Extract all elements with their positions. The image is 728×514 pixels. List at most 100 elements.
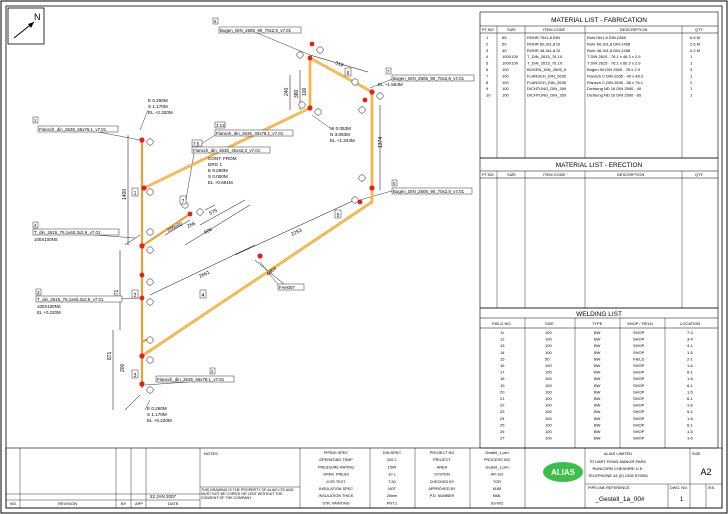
tag-valve: FAH007 — [277, 283, 305, 291]
fab-cell: 3 — [690, 67, 693, 72]
weld-cell: 27 — [500, 436, 505, 441]
svg-text:4: 4 — [34, 223, 37, 228]
weld-cell: BW — [594, 389, 601, 394]
weld-cell: SHOP — [633, 343, 645, 348]
weld-cell: 3-4 — [687, 337, 694, 342]
fab-cell: FLANSCH_DIN_2635 — [527, 80, 567, 85]
dwg-no-label: DWG. NO. — [670, 486, 688, 490]
weld-cell: 100 — [545, 343, 552, 348]
fab-cell: Flansch C DIN 2635 - 65 x 76.1 — [587, 80, 644, 85]
erection-header: SIZE — [507, 172, 516, 177]
weld-cell: 6-1 — [687, 370, 694, 375]
weld-cell: 100 — [545, 436, 552, 441]
fab-cell: 100X100 — [502, 61, 519, 66]
weld-cell: 26 — [500, 429, 505, 434]
fab-cell: FLANSCH_DIN_2635 — [527, 73, 567, 78]
weld-cell: 100 — [545, 389, 552, 394]
svg-text:E 0.260M: E 0.260M — [147, 406, 167, 411]
weld-cell: 15 — [500, 356, 505, 361]
svg-text:2: 2 — [211, 369, 214, 374]
pipeline-ref-label: PIPELINE REFERENCE — [588, 486, 630, 490]
rev-header: REVISION — [58, 501, 77, 506]
tag-tee-4: 4 T_din_2615_76,1x60,3x2,9_v7.01 100X100… — [32, 221, 120, 242]
weld-cell: 1-6 — [687, 416, 694, 421]
project-label: P.D. NUMBER — [430, 494, 455, 498]
fab-cell: Flansch C DIN 2635 - 40 x 48.3 — [587, 73, 644, 78]
alias-logo — [543, 462, 583, 482]
pipe-number: 6 — [347, 71, 350, 77]
project-value: PROCESS 502 — [484, 458, 510, 462]
weld-cell: SHOP — [633, 429, 645, 434]
svg-text:6: 6 — [214, 19, 217, 24]
weld-cell: 100 — [545, 370, 552, 375]
weld-cell: 100 — [545, 422, 552, 427]
fab-cell: 6 — [486, 67, 489, 72]
welding-title: WELDING LIST — [576, 311, 622, 318]
weld-cell: 17 — [500, 370, 505, 375]
dim-1374: 1374 — [378, 137, 384, 148]
weld-cell: SHOP — [633, 403, 645, 408]
weld-cell: BW — [594, 422, 601, 427]
fab-cell: 100 — [502, 80, 509, 85]
title-block: NO. REVISION BY APP DATE 22 JAN 2007 NOT… — [5, 447, 723, 509]
project-label: SYSTEM — [434, 473, 450, 477]
fab-cell: ROHR 76x1,8 DIN — [527, 35, 560, 40]
weld-cell: 50 — [545, 356, 550, 361]
weld-cell: BW — [594, 330, 601, 335]
dim-4863: 4863 — [265, 266, 278, 278]
weld-cell: 5-1 — [687, 409, 694, 414]
weld-cell: BW — [594, 356, 601, 361]
pipe-number: 3 — [134, 373, 137, 379]
fab-cell: 100 — [502, 86, 509, 91]
weld-cell: 100 — [545, 376, 552, 381]
weld-cell: SHOP — [633, 383, 645, 388]
notes-label: NOTES — [204, 451, 218, 456]
north-arrow: N — [7, 7, 45, 45]
reducer-label: 100X100NS — [37, 304, 61, 309]
weld-cell: 4-1 — [687, 343, 694, 348]
weld-header: SHOP / FIELD — [627, 321, 653, 326]
weld-cell: 100 — [545, 337, 552, 342]
iss-label: ISS. — [708, 486, 715, 490]
project-value: AR-102 — [491, 473, 504, 477]
erection-header: ITEM CODE — [543, 172, 566, 177]
fab-cell: 4 — [486, 54, 489, 59]
dim-266: 266 — [186, 221, 196, 230]
weld-cell: BW — [594, 363, 601, 368]
spec-label: INSULATION THICK — [319, 494, 354, 498]
pipe-number-boxes: 1 2 3 4 5 6 7 — [131, 67, 352, 379]
weld-cell: 100 — [545, 409, 552, 414]
fab-cell: 50 — [502, 41, 507, 46]
revision-block — [6, 448, 201, 508]
weld-cell: BW — [594, 416, 601, 421]
weld-cell: SHOP — [633, 370, 645, 375]
weld-cell: SHOP — [633, 376, 645, 381]
erection-header: PT.NO — [482, 172, 494, 177]
spec-value: DIN-SPEC — [383, 451, 401, 455]
weld-cell: SHOP — [633, 337, 645, 342]
spec-value: T-50 — [388, 480, 396, 484]
fab-cell: 2.6 M — [690, 41, 700, 46]
spec-label: PRESSURE RATING — [318, 465, 354, 469]
svg-text:3: 3 — [37, 290, 40, 295]
weld-header: FIELD NO. — [492, 321, 512, 326]
project-label: AREA — [437, 465, 448, 469]
spec-label: STR. PAINTING — [322, 501, 349, 505]
pipe-number: 1 — [134, 191, 137, 197]
weld-cell: 100 — [545, 429, 552, 434]
weld-cell: 19 — [500, 383, 505, 388]
weld-cell: 1-5 — [687, 429, 694, 434]
svg-text:5: 5 — [393, 181, 396, 186]
weld-cell: SHOP — [633, 409, 645, 414]
reducer-label: 100X100NS — [34, 237, 58, 242]
fab-cell: 1 — [690, 54, 693, 59]
weld-cell: 21 — [500, 396, 505, 401]
tag-bend-top: 6 Bogen_DIN_2605_90_70x2,9_v7.01 — [212, 17, 302, 34]
weld-cell: 16 — [500, 363, 505, 368]
weld-cell: 100 — [545, 403, 552, 408]
erection-title: MATERIAL LIST - ERECTION — [556, 162, 643, 169]
